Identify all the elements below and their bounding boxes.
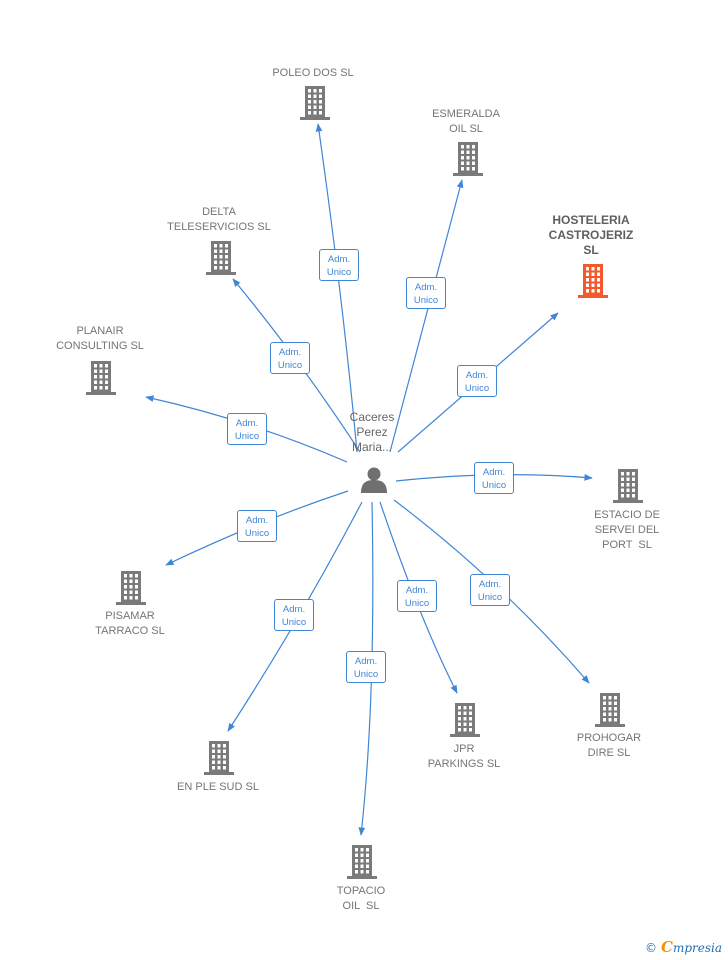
relation-label-enple: Adm. Unico <box>274 599 314 631</box>
relation-label-prohogar: Adm. Unico <box>470 574 510 606</box>
brand-initial: C <box>660 938 673 956</box>
company-label-planair[interactable]: PLANAIR CONSULTING SL <box>56 325 144 352</box>
company-label-prohogar[interactable]: PROHOGAR DIRE SL <box>576 732 642 759</box>
relation-label-topacio: Adm. Unico <box>346 651 386 683</box>
relation-label-jpr: Adm. Unico <box>397 580 437 612</box>
company-label-enple[interactable]: EN PLE SUD SL <box>177 781 259 793</box>
building-icon-pisamar[interactable] <box>116 571 146 605</box>
brand-name: mpresia <box>672 941 722 955</box>
edge-topacio <box>358 501 374 836</box>
center-person-label[interactable]: Caceres Perez Maria... <box>349 410 395 454</box>
relation-label-estacio: Adm. Unico <box>474 462 514 494</box>
relation-label-esmeralda: Adm. Unico <box>406 277 446 309</box>
building-icon-esmeralda[interactable] <box>453 142 483 176</box>
building-icon-enple[interactable] <box>204 741 234 775</box>
relation-label-planair: Adm. Unico <box>227 413 267 445</box>
empresia-logo: ©Cmpresia <box>645 938 722 956</box>
company-label-jpr[interactable]: JPR PARKINGS SL <box>427 743 501 770</box>
building-icon-jpr[interactable] <box>450 703 480 737</box>
company-label-esmeralda[interactable]: ESMERALDA OIL SL <box>432 108 500 135</box>
person-icon[interactable] <box>361 467 387 494</box>
company-label-pisamar[interactable]: PISAMAR TARRACO SL <box>95 610 165 637</box>
building-icon-hosteleria[interactable] <box>578 264 608 298</box>
relation-label-poleo: Adm. Unico <box>319 249 359 281</box>
edge-poleo <box>315 123 358 453</box>
building-icon-poleo[interactable] <box>300 86 330 120</box>
building-icon-planair[interactable] <box>86 361 116 395</box>
company-label-poleo[interactable]: POLEO DOS SL <box>272 67 354 79</box>
copyright-symbol: © <box>644 941 657 955</box>
company-label-estacio[interactable]: ESTACIO DE SERVEI DEL PORT SL <box>594 509 660 551</box>
relation-label-pisamar: Adm. Unico <box>237 510 277 542</box>
building-icon-topacio[interactable] <box>347 845 377 879</box>
building-icon-prohogar[interactable] <box>595 693 625 727</box>
company-label-delta[interactable]: DELTA TELESERVICIOS SL <box>167 206 271 233</box>
building-icon-delta[interactable] <box>206 241 236 275</box>
company-label-topacio[interactable]: TOPACIO OIL SL <box>336 885 386 912</box>
building-icon-estacio[interactable] <box>613 469 643 503</box>
relation-label-hosteleria: Adm. Unico <box>457 365 497 397</box>
edge-esmeralda <box>389 179 464 453</box>
company-label-hosteleria[interactable]: HOSTELERIA CASTROJERIZ SL <box>548 213 634 257</box>
relation-label-delta: Adm. Unico <box>270 342 310 374</box>
